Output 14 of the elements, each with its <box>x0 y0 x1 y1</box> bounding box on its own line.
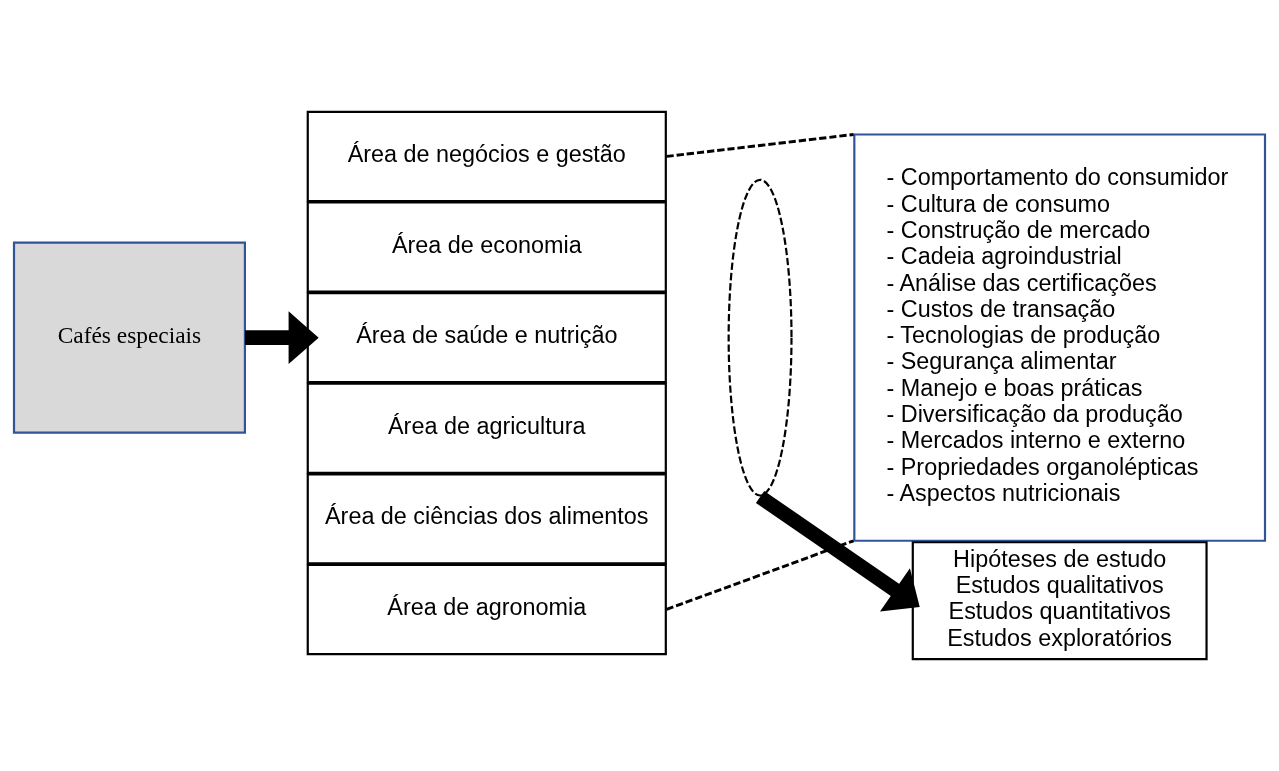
node-box: Área de economia <box>306 201 667 293</box>
node-box: Área de saúde e nutrição <box>306 291 667 384</box>
node-box: Hipóteses de estudo Estudos qualitativos Estudos quantitativos Estudos exploratórios <box>911 541 1208 661</box>
arrow <box>755 490 920 612</box>
connector <box>666 133 854 158</box>
node-box: Cafés especiais <box>12 241 246 434</box>
node-box: Área de ciências dos alimentos <box>306 473 667 565</box>
node-box: Área de agronomia <box>306 563 667 656</box>
node-box: Área de agricultura <box>306 382 667 474</box>
node-box: - Comportamento do consumidor - Cultura de consumo - Construção de mercado - Cadeia agroindustrial - Análise das certificações - Custos de transação - Tecnologias de produção - Segurança alimentar - Manejo e boas práticas - Diversificação da produção - Mercados interno e externo - Propriedades organolépticas - Aspectos nutricionais <box>853 133 1267 542</box>
arrow <box>245 311 319 364</box>
node-box: Área de negócios e gestão <box>306 110 667 203</box>
connector <box>666 539 855 611</box>
node-ellipse <box>727 178 793 497</box>
